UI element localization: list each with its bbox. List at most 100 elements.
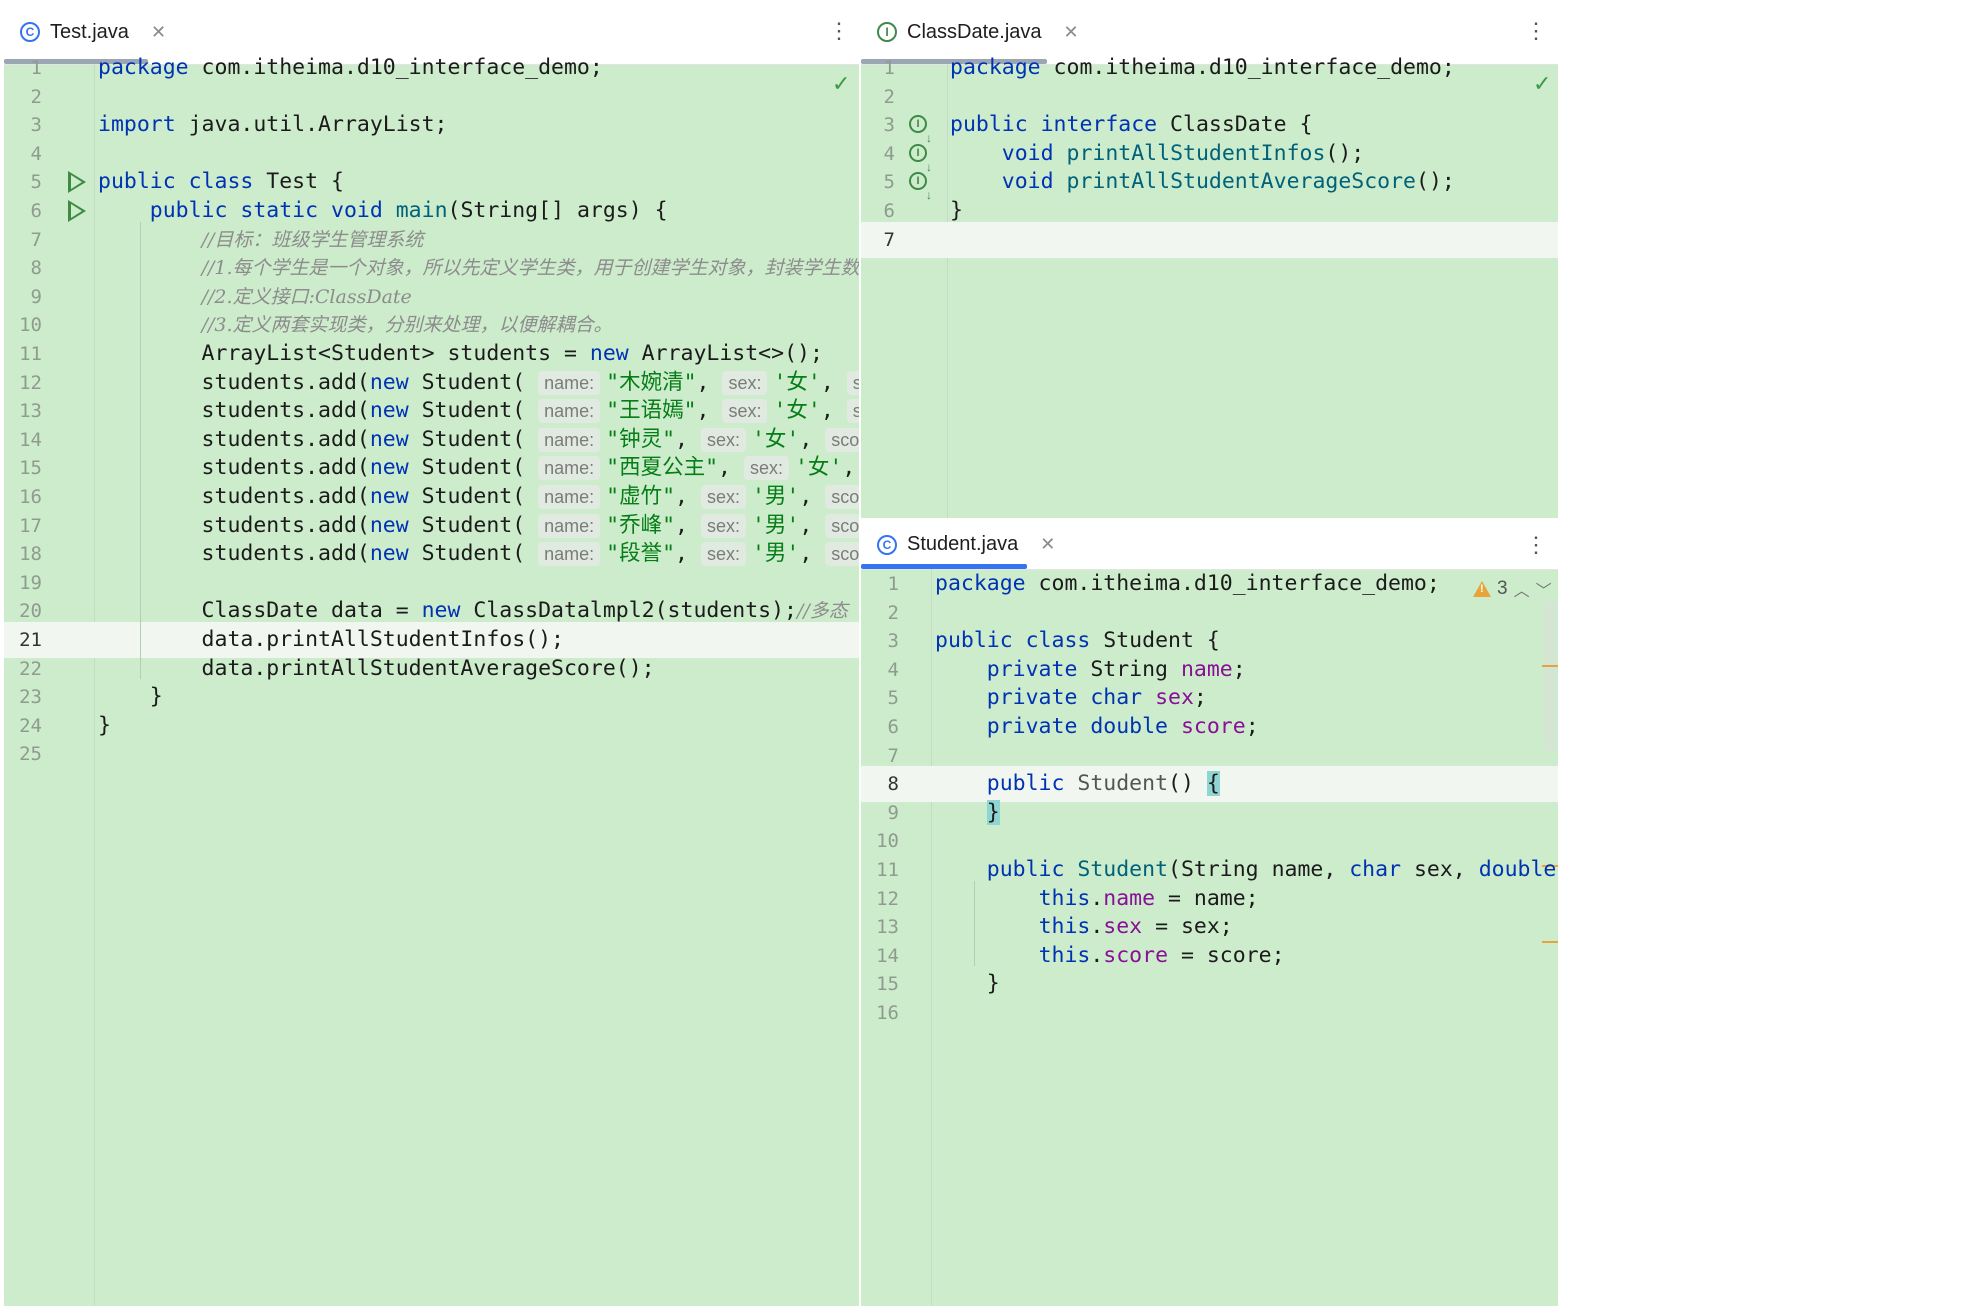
code-line[interactable]: 2 [4,79,859,115]
line-number: 1 [887,573,899,595]
code-text: } [986,799,1000,825]
code-line[interactable]: 6} [861,193,1558,229]
code-line[interactable]: 11 public Student(String name, char sex,… [861,852,1558,888]
tab-test-java[interactable]: C Test.java ✕ [20,0,166,64]
line-number: 9 [30,285,42,308]
chevron-up-icon[interactable]: ︿ [1513,583,1530,600]
line-number: 13 [876,916,899,939]
code-line[interactable]: 24} [4,708,859,744]
line-number: 3 [887,630,899,653]
code-line[interactable]: 12 this.name = name; [861,881,1558,917]
line-number: 6 [30,200,42,222]
code-line[interactable]: 7 [861,738,1558,774]
code-line[interactable]: 2 [861,595,1558,631]
code-line[interactable]: 19 [4,565,859,601]
code-text: //目标：班级学生管理系统 [201,228,424,251]
close-icon[interactable]: ✕ [1040,534,1056,554]
code-line[interactable]: 14 students.add(new Student( name:"钟灵", … [4,422,859,458]
warning-marker[interactable] [1542,941,1558,943]
scrollbar[interactable] [1544,601,1556,751]
code-text: private char sex; [986,685,1207,711]
implemented-icon[interactable]: I [909,172,932,213]
implemented-icon[interactable]: I [909,115,932,156]
code-line[interactable]: 5I void printAllStudentAverageScore(); [861,164,1558,213]
line-number: 25 [19,743,42,766]
code-line[interactable]: 16 [861,995,1558,1031]
code-line[interactable]: 3 public class Student { [861,623,1558,659]
code-line[interactable]: 14 this.score = score; [861,938,1558,974]
code-line[interactable]: 17 students.add(new Student( name:"乔峰", … [4,508,859,544]
code-line[interactable]: 4I void printAllStudentInfos(); [861,136,1558,185]
code-text: students.add(new Student( name:"西夏公主", s… [98,450,859,486]
code-line[interactable]: 4 [4,136,859,172]
tab-bar: I ClassDate.java ✕ ⋮ [861,0,1558,65]
code-line[interactable]: 6 public static void main(String[] args)… [4,193,859,229]
indent-guide [140,221,141,680]
run-icon[interactable] [68,171,86,194]
code-line[interactable]: 15 students.add(new Student( name:"西夏公主"… [4,450,859,486]
code-line[interactable]: 3Ipublic interface ClassDate { [861,107,1558,156]
indent-guide [974,880,975,967]
code-line[interactable]: 7 [861,221,1558,258]
warning-marker[interactable] [1542,865,1558,867]
more-options-icon[interactable]: ⋮ [1525,18,1547,43]
code-line[interactable]: 22 data.printAllStudentAverageScore(); [4,651,859,687]
code-line[interactable]: 25 [4,736,859,772]
line-number: 8 [887,773,899,796]
code-text: public class Student { [935,628,1220,654]
warning-marker[interactable] [1542,665,1558,667]
more-options-icon[interactable]: ⋮ [828,18,850,43]
code-line[interactable]: 8 //1.每个学生是一个对象，所以先定义学生类，用于创建学生对象，封装学生数据 [4,250,859,286]
line-number: 1 [883,57,895,79]
code-line[interactable]: 13 this.sex = sex; [861,909,1558,945]
close-icon[interactable]: ✕ [1063,21,1079,42]
code-line[interactable]: 9 } [861,795,1558,831]
line-number: 13 [19,400,42,423]
close-icon[interactable]: ✕ [150,21,167,42]
tab-label: Test.java [50,20,129,43]
code-line[interactable]: 10 //3.定义两套实现类，分别来处理，以便解耦合。 [4,307,859,343]
line-number: 23 [19,686,42,709]
code-line[interactable]: 10 [861,823,1558,859]
run-icon[interactable] [68,200,86,222]
code-line[interactable]: 20 ClassDate data = new ClassDatalmpl2(s… [4,593,859,629]
tab-label: ClassDate.java [907,20,1042,43]
code-line[interactable]: 8 public Student() { [861,766,1558,803]
code-line[interactable]: 5 private char sex; [861,680,1558,716]
tab-student-java[interactable]: C Student.java ✕ [877,520,1055,569]
no-problems-icon: ✓ [1533,72,1552,97]
code-line[interactable]: 21 data.printAllStudentInfos(); [4,622,859,658]
code-line[interactable]: 16 students.add(new Student( name:"虚竹", … [4,479,859,515]
code-line[interactable]: 11 ArrayList<Student> students = new Arr… [4,336,859,372]
code-line[interactable]: 18 students.add(new Student( name:"段誉", … [4,536,859,572]
implemented-icon[interactable]: I [909,143,932,185]
code-line[interactable]: 12 students.add(new Student( name:"木婉清",… [4,365,859,401]
class-icon: C [20,22,40,42]
code-line[interactable]: 4 private String name; [861,652,1558,688]
chevron-down-icon[interactable]: ﹀ [1535,583,1552,600]
code-line[interactable]: 13 students.add(new Student( name:"王语嫣",… [4,393,859,429]
line-number: 10 [876,830,899,853]
code-line[interactable]: 9 //2.定义接口:ClassDate [4,279,859,315]
code-line[interactable]: 6 private double score; [861,709,1558,745]
code-line[interactable]: 15 } [861,966,1558,1002]
code-line[interactable]: 23 } [4,679,859,715]
more-options-icon[interactable]: ⋮ [1525,532,1547,557]
code-text: private double score; [986,714,1259,739]
tab-classdate-java[interactable]: I ClassDate.java ✕ [877,0,1079,64]
code-text: data.printAllStudentInfos(); [98,627,564,652]
line-number: 22 [19,657,42,680]
inspection-widget[interactable]: 3 ︿ ﹀ [1473,577,1552,601]
code-line[interactable]: 7 //目标：班级学生管理系统 [4,222,859,258]
code-text: students.add(new Student( name:"乔峰", sex… [98,508,859,544]
code-text: ClassDate data = new ClassDatalmpl2(stud… [98,598,848,624]
code-line[interactable]: 2 [861,79,1558,115]
